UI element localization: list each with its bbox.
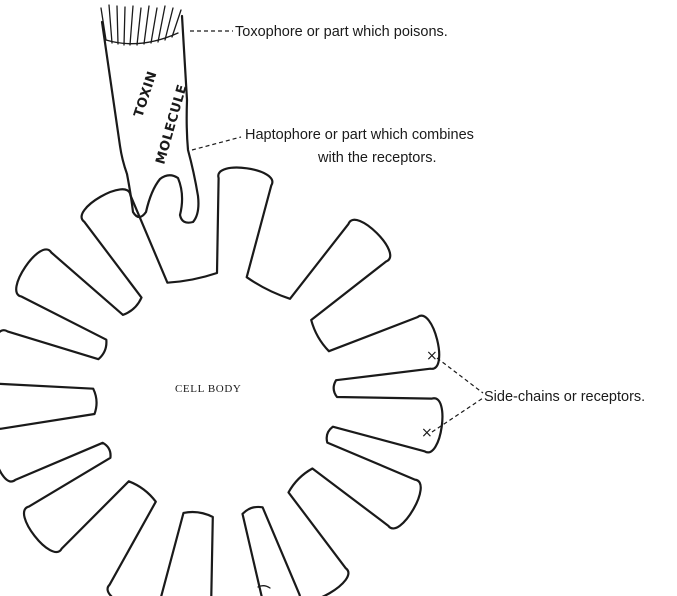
haptophore-label-line1: Haptophore or part which combines bbox=[245, 127, 474, 143]
receptor-x-mark-upper: × bbox=[426, 348, 438, 364]
side-chains-label: Side-chains or receptors. bbox=[484, 389, 645, 405]
haptophore-leader bbox=[192, 137, 241, 150]
cell-body-outline bbox=[0, 168, 442, 596]
toxin-molecule-outline bbox=[102, 16, 198, 223]
toxophore-spikes bbox=[101, 5, 181, 45]
side-chain-leader-upper bbox=[437, 358, 483, 393]
toxophore-label: Toxophore or part which poisons. bbox=[235, 24, 448, 40]
cell-body-label: CELL BODY bbox=[175, 383, 241, 395]
molecule-word: MOLECULE bbox=[153, 83, 190, 166]
haptophore-label-line2: with the receptors. bbox=[317, 150, 436, 166]
receptor-x-mark-lower: × bbox=[421, 425, 433, 441]
toxin-word: TOXIN bbox=[132, 69, 161, 119]
